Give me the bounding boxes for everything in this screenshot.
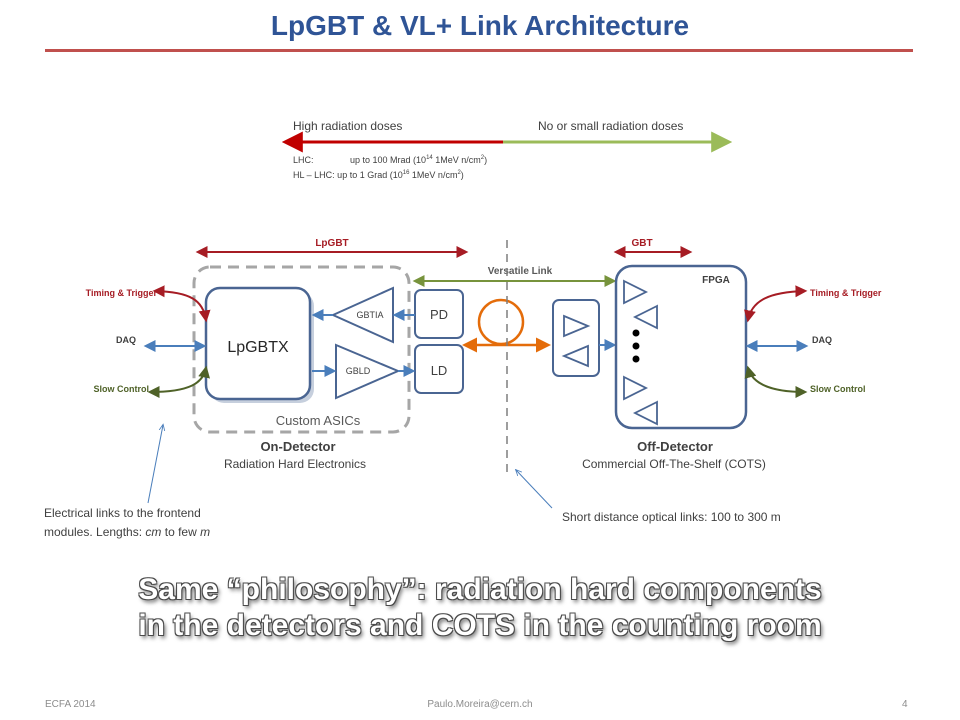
fiber-loop: [477, 298, 525, 346]
electrical-links-pointer: [147, 425, 163, 504]
transceiver-block: [552, 299, 600, 377]
transceiver-tx-icon: [563, 314, 591, 338]
footer-email: Paulo.Moreira@cern.ch: [427, 699, 533, 710]
fpga-label: FPGA: [702, 275, 730, 286]
lpgbtx-label: LpGBTX: [227, 339, 289, 356]
electrical-links-note-line2: modules. Lengths: cm to few m: [44, 525, 210, 539]
fpga-rx-icon-1: [632, 304, 658, 330]
left-timing-arrow: [152, 285, 211, 323]
optical-links-note: Short distance optical links: 100 to 300…: [562, 510, 781, 524]
fpga-ellipsis-dot: [632, 342, 640, 350]
fpga-tx-icon-1: [623, 279, 649, 305]
off-detector-subtitle: Commercial Off-The-Shelf (COTS): [582, 457, 766, 471]
on-detector-title: On-Detector: [260, 439, 335, 454]
footer-page-number: 4: [902, 699, 908, 710]
title-rule: [45, 49, 913, 52]
headline: Same “philosophy”: radiation hard compon…: [0, 572, 960, 644]
fpga-ellipsis-dot: [632, 329, 640, 337]
versatile-link-label: Versatile Link: [488, 266, 553, 277]
left-daq-label: DAQ: [116, 335, 136, 345]
gbld-label: GBLD: [346, 366, 371, 376]
right-slow-control-label: Slow Control: [810, 384, 866, 394]
gbtia-label: GBTIA: [356, 310, 383, 320]
right-timing-label: Timing & Trigger: [810, 288, 882, 298]
right-timing-arrow: [744, 285, 808, 323]
pd-label: PD: [430, 307, 448, 322]
gbt-span-label: GBT: [631, 238, 652, 249]
slide-title: LpGBT & VL+ Link Architecture: [270, 10, 690, 41]
fpga-rx-icon-2: [632, 400, 658, 426]
headline-line2: in the detectors and COTS in the countin…: [138, 609, 822, 642]
left-timing-label: Timing & Trigger: [86, 288, 158, 298]
high-radiation-label: High radiation doses: [293, 119, 402, 133]
electrical-links-note-line1: Electrical links to the frontend: [44, 506, 201, 520]
lpgbt-span-label: LpGBT: [315, 238, 348, 249]
footer-event: ECFA 2014: [45, 699, 96, 710]
transceiver-rx-icon: [561, 344, 589, 368]
ld-label: LD: [431, 363, 448, 378]
lhc-dose-label: LHC:up to 100 Mrad (1014 1MeV n/cm2): [293, 155, 487, 165]
headline-line1: Same “philosophy”: radiation hard compon…: [138, 573, 822, 606]
on-detector-subtitle: Radiation Hard Electronics: [224, 457, 366, 471]
left-slow-control-arrow: [147, 365, 210, 398]
right-slow-control-arrow: [744, 365, 808, 398]
optical-links-pointer: [516, 470, 553, 509]
hllhc-dose-label: HL – LHC: up to 1 Grad (1016 1MeV n/cm2): [293, 170, 464, 180]
low-radiation-label: No or small radiation doses: [538, 119, 683, 133]
left-slow-control-label: Slow Control: [94, 384, 150, 394]
fpga-tx-icon-2: [623, 375, 649, 401]
right-daq-label: DAQ: [812, 335, 832, 345]
fpga-ellipsis-dot: [632, 355, 640, 363]
off-detector-title: Off-Detector: [637, 439, 713, 454]
custom-asics-label: Custom ASICs: [276, 413, 361, 428]
